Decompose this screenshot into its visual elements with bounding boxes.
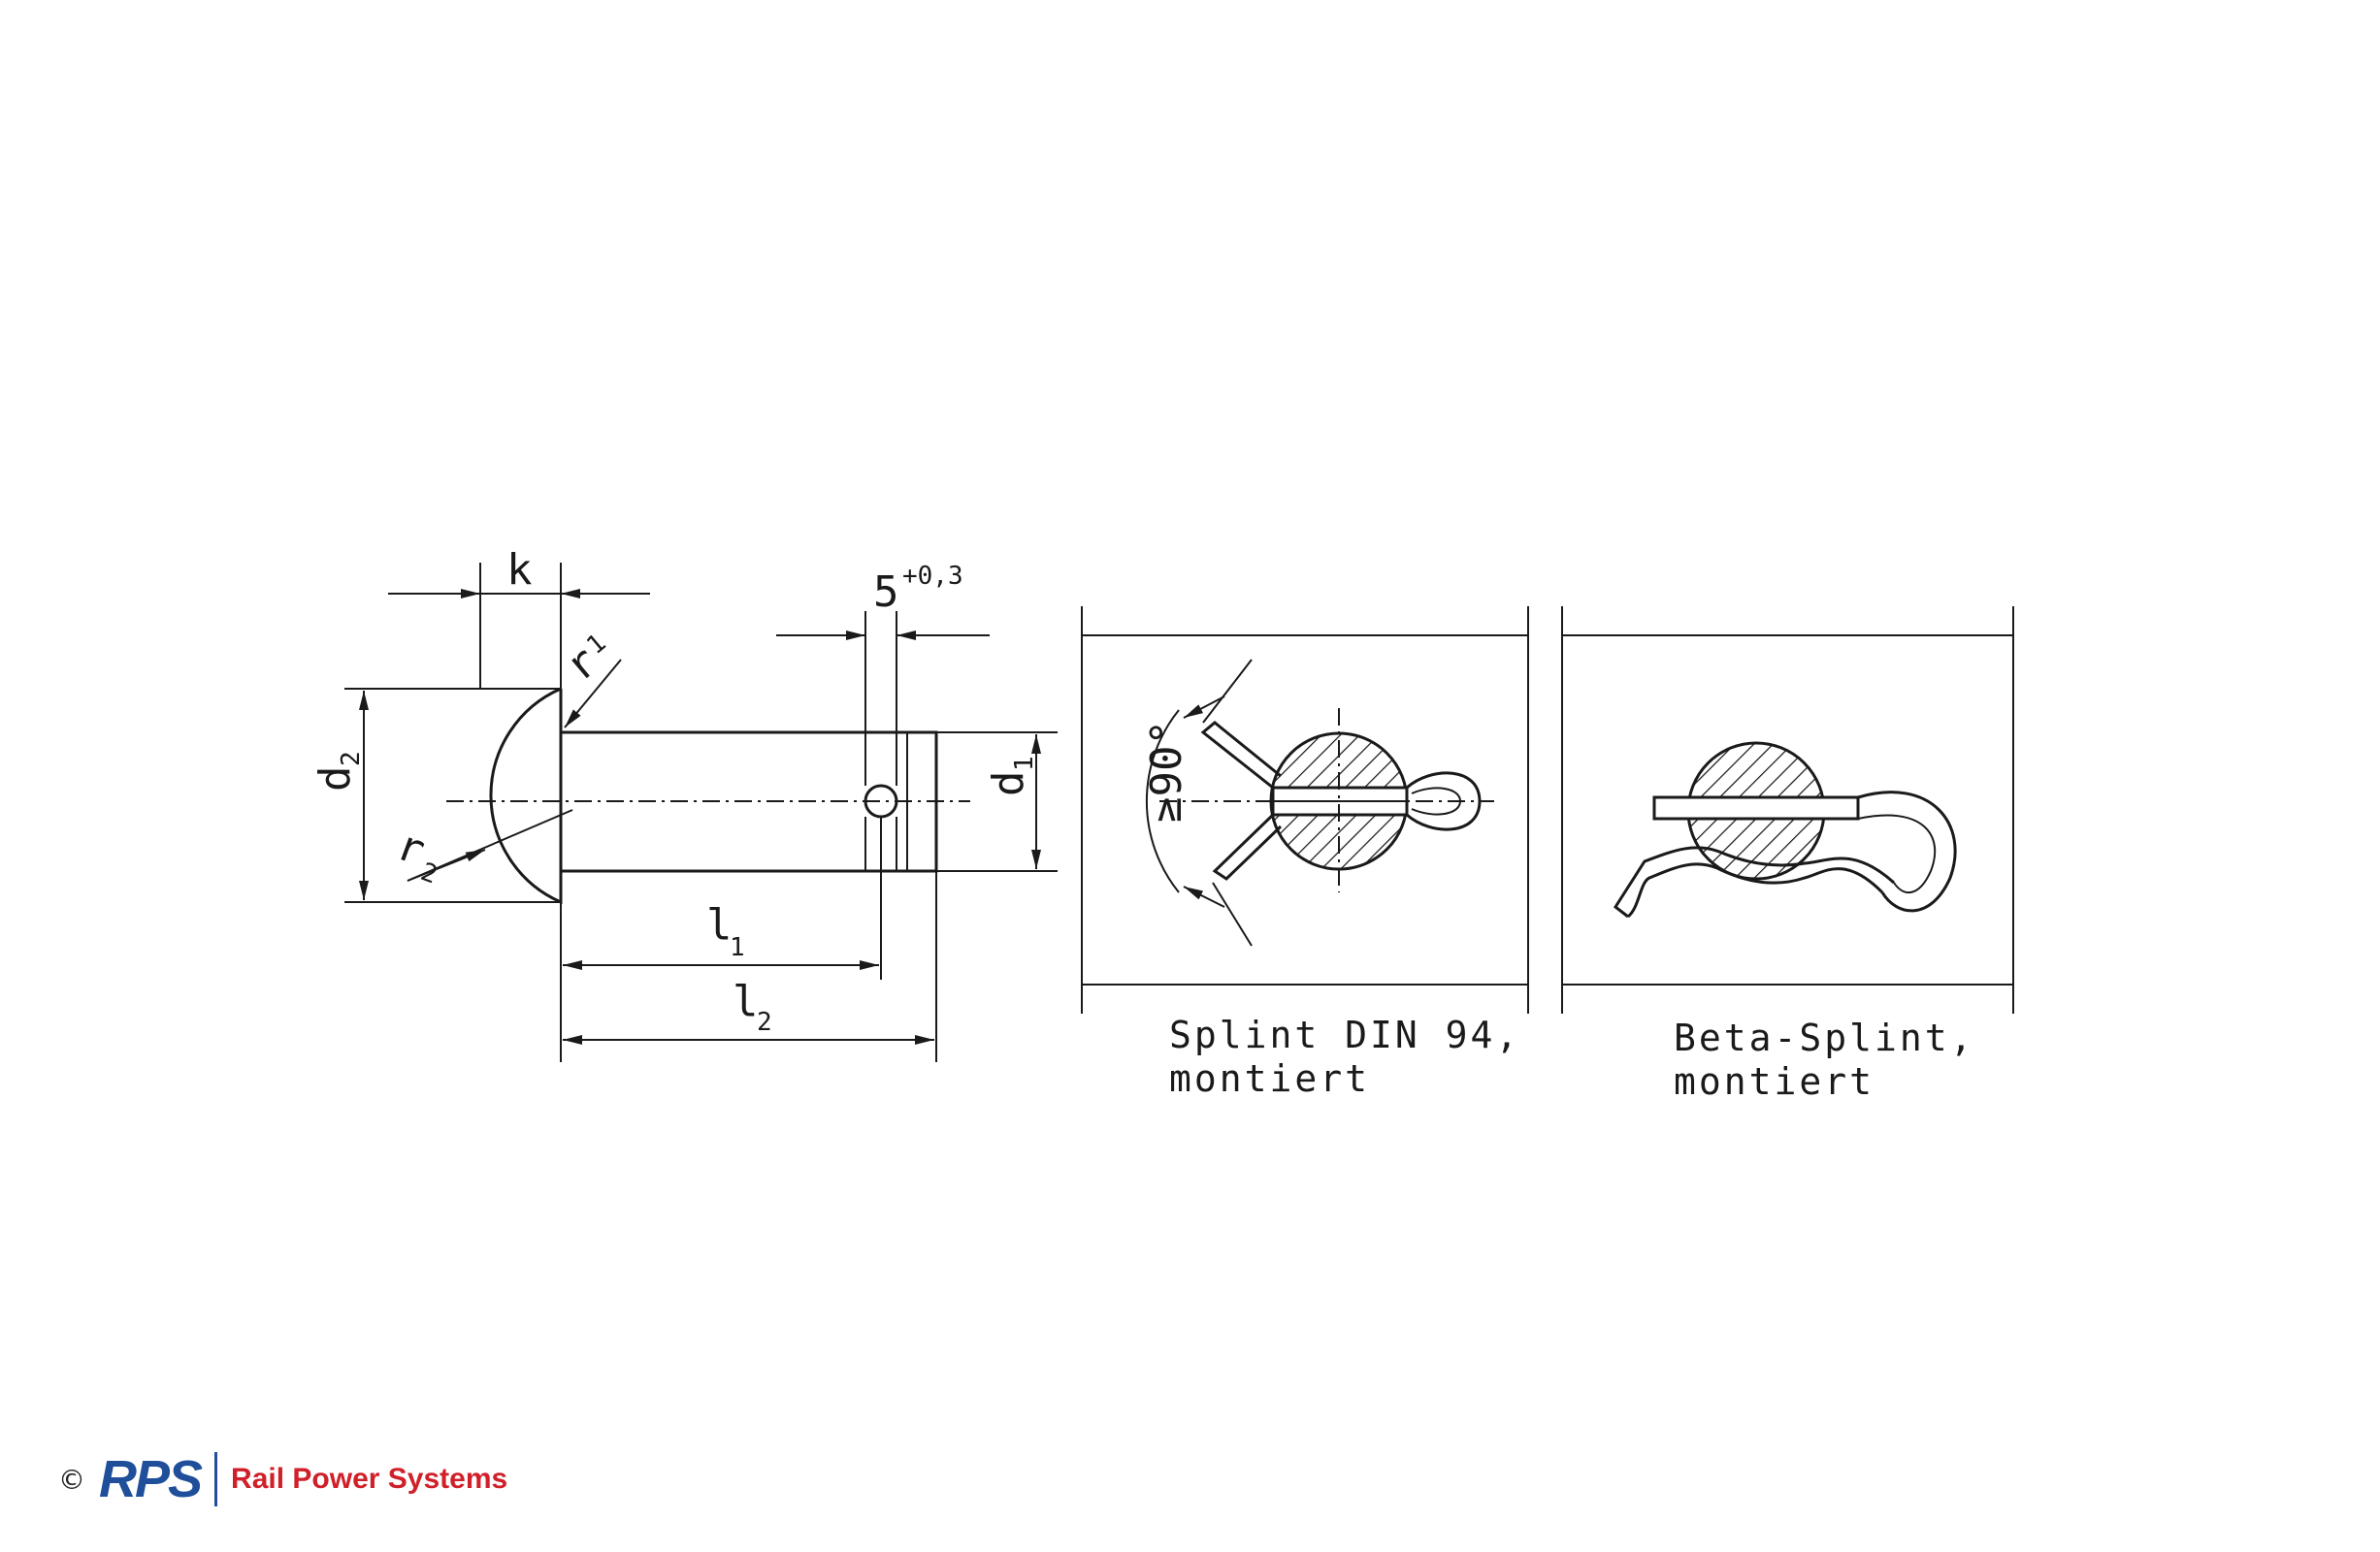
dim-hole: 5 +0,3 bbox=[776, 562, 990, 732]
footer-logo: © RPS Rail Power Systems bbox=[58, 1445, 507, 1513]
label-hole-tolerance: +0,3 bbox=[902, 562, 963, 591]
label-d1-sub: 1 bbox=[1010, 756, 1039, 771]
panel-beta-splint: Beta-Splint, montiert bbox=[1561, 606, 2014, 1103]
dim-d2: d 2 bbox=[310, 688, 561, 903]
caption-beta-line1: Beta-Splint, bbox=[1674, 1017, 1975, 1059]
company-name: Rail Power Systems bbox=[231, 1463, 508, 1495]
pin-head bbox=[489, 687, 563, 905]
beta-clip-wavy-leg bbox=[1626, 862, 1884, 919]
label-l2: l bbox=[733, 977, 759, 1026]
caption-splint-line2: montiert bbox=[1169, 1057, 1370, 1100]
label-r2-sub: 2 bbox=[417, 857, 441, 890]
dim-r1: r 1 bbox=[556, 629, 622, 728]
rps-logo-text: RPS bbox=[99, 1450, 203, 1508]
split-pin-legs bbox=[1200, 721, 1282, 790]
dim-k: k bbox=[388, 545, 650, 689]
panel-splint-din94: ≥90° Splint DIN 94, montiert bbox=[1081, 606, 1529, 1100]
label-hole: 5 bbox=[873, 567, 899, 617]
label-angle: ≥90° bbox=[1142, 720, 1191, 823]
dim-l1: l 1 bbox=[560, 817, 882, 1062]
caption-beta-line2: montiert bbox=[1674, 1060, 1875, 1103]
dim-r2: r 2 bbox=[390, 809, 573, 890]
beta-clip-loop bbox=[1857, 791, 1957, 913]
label-k: k bbox=[506, 545, 533, 595]
label-d2: d bbox=[310, 766, 360, 792]
label-l2-sub: 2 bbox=[757, 1008, 772, 1037]
beta-clip-straight-leg bbox=[1652, 795, 1860, 821]
caption-splint-line1: Splint DIN 94, bbox=[1169, 1014, 1520, 1056]
label-d1: d bbox=[984, 771, 1033, 797]
clevis-pin-view bbox=[446, 687, 970, 905]
copyright-symbol: © bbox=[58, 1463, 85, 1496]
label-d2-sub: 2 bbox=[337, 751, 366, 766]
dim-d1: d 1 bbox=[936, 731, 1058, 872]
logo-separator bbox=[214, 1452, 218, 1506]
label-l1: l bbox=[706, 900, 733, 950]
dim-l2: l 2 bbox=[563, 871, 937, 1062]
label-l1-sub: 1 bbox=[730, 933, 745, 962]
